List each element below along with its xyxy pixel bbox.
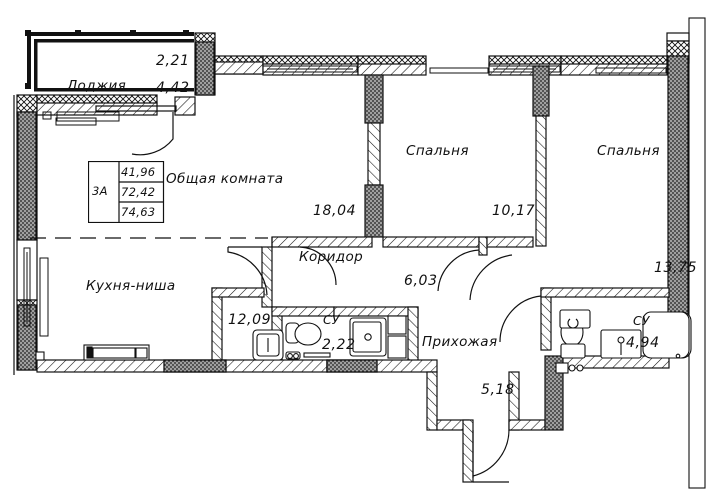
info-box-code: 3A <box>92 184 108 198</box>
kitchen-fixtures <box>35 329 284 361</box>
room-area-hall: 5,18 <box>481 382 515 398</box>
room-area-corridor: 6,03 <box>404 273 438 289</box>
room-area-bath-large: 4,94 <box>626 335 660 351</box>
room-area-living: 18,04 <box>313 203 357 219</box>
apartment-info-box <box>88 161 165 223</box>
room-area-kitchen: 12,09 <box>228 312 272 328</box>
loggia-structure <box>25 30 194 92</box>
room-area-bedroom1: 10,17 <box>492 203 536 219</box>
door-arc-corridor-left <box>299 246 337 286</box>
info-box-value-3: 74,63 <box>121 205 156 219</box>
walls-layer <box>13 17 706 489</box>
loggia-door <box>95 105 177 156</box>
room-label-bedroom1: Спальня <box>406 143 469 159</box>
info-box-value-2: 72,42 <box>121 185 156 199</box>
room-label-living: Общая комната <box>166 171 284 187</box>
room-label-corridor: Коридор <box>299 249 364 265</box>
room-label-bedroom2: Спальня <box>597 143 660 159</box>
room-area-loggia-depth: 2,21 <box>156 53 190 69</box>
left-window <box>23 247 49 337</box>
room-area-loggia: 4,42 <box>156 80 190 96</box>
bathroom-fixtures <box>555 309 692 374</box>
wc-fixtures <box>285 315 407 360</box>
entrance-door <box>472 429 510 478</box>
door-arcs-right <box>437 249 542 343</box>
info-box-value-1: 41,96 <box>121 165 156 179</box>
top-windows <box>262 65 667 74</box>
room-label-loggia: Лоджия <box>67 78 127 94</box>
room-area-bedroom2: 13,75 <box>654 260 698 276</box>
room-label-hall: Прихожая <box>422 334 498 350</box>
room-label-kitchen: Кухня-ниша <box>86 278 176 294</box>
room-label-bath-small: СУ <box>323 312 340 327</box>
room-area-bath-small: 2,22 <box>322 337 356 353</box>
room-label-bath-large: СУ <box>633 313 650 328</box>
kitchen-door <box>227 246 268 296</box>
